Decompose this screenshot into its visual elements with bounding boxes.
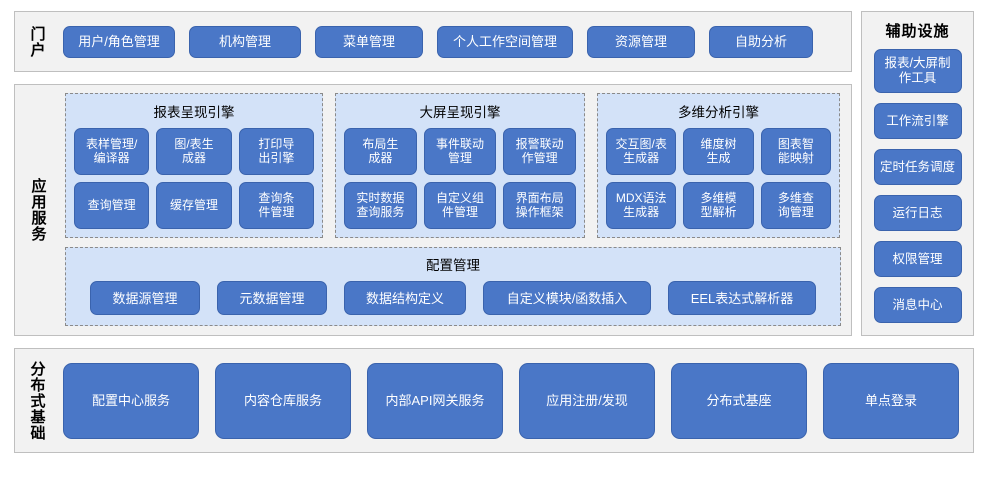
engine-tile-grid-0: 表样管理/ 编译器图/表生 成器打印导 出引擎查询管理缓存管理查询条 件管理 xyxy=(74,128,314,229)
portal-button-0[interactable]: 用户/角色管理 xyxy=(63,25,175,58)
application-services-section: 应用服务 报表呈现引擎表样管理/ 编译器图/表生 成器打印导 出引擎查询管理缓存… xyxy=(14,84,852,336)
engine-tile-1-5[interactable]: 界面布局 操作框架 xyxy=(503,181,576,229)
portal-button-5[interactable]: 自助分析 xyxy=(709,25,813,58)
distributed-foundation-buttons: 配置中心服务内容仓库服务内部API网关服务应用注册/发现分布式基座单点登录 xyxy=(59,362,973,439)
config-management-title: 配置管理 xyxy=(426,257,480,273)
engine-tile-2-0[interactable]: 交互图/表 生成器 xyxy=(606,128,677,175)
engine-tile-grid-1: 布局生 成器事件联动 管理报警联动 作管理实时数据 查询服务自定义组 件管理界面… xyxy=(344,128,576,229)
engine-tile-0-4[interactable]: 缓存管理 xyxy=(156,181,232,229)
engine-group-row: 报表呈现引擎表样管理/ 编译器图/表生 成器打印导 出引擎查询管理缓存管理查询条… xyxy=(65,93,841,238)
engine-tile-1-3[interactable]: 实时数据 查询服务 xyxy=(344,181,417,229)
engine-tile-1-4[interactable]: 自定义组 件管理 xyxy=(423,181,497,229)
engine-group-2: 多维分析引擎交互图/表 生成器维度树 生成图表智 能映射 MDX语法 生成器多维模… xyxy=(597,93,840,238)
engine-group-1: 大屏呈现引擎布局生 成器事件联动 管理报警联动 作管理实时数据 查询服务自定义组… xyxy=(335,93,585,238)
distributed-button-1[interactable]: 内容仓库服务 xyxy=(215,362,351,439)
engine-tile-0-0[interactable]: 表样管理/ 编译器 xyxy=(74,128,150,175)
distributed-button-3[interactable]: 应用注册/发现 xyxy=(519,362,655,439)
engine-tile-0-2[interactable]: 打印导 出引擎 xyxy=(238,128,314,175)
engine-tile-1-2[interactable]: 报警联动 作管理 xyxy=(503,128,576,175)
config-button-2[interactable]: 数据结构定义 xyxy=(344,281,466,316)
portal-button-2[interactable]: 菜单管理 xyxy=(315,25,423,58)
engine-tile-0-1[interactable]: 图/表生 成器 xyxy=(156,128,232,175)
portal-section: 门户 用户/角色管理机构管理菜单管理个人工作空间管理资源管理自助分析 xyxy=(14,11,852,72)
engine-tile-2-5[interactable]: 多维查 询管理 xyxy=(760,181,831,229)
engine-group-title-2: 多维分析引擎 xyxy=(678,105,759,120)
portal-button-3[interactable]: 个人工作空间管理 xyxy=(437,25,573,58)
engine-tile-0-3[interactable]: 查询管理 xyxy=(74,181,150,229)
auxiliary-item-4[interactable]: 权限管理 xyxy=(873,241,962,277)
config-management-buttons: 数据源管理元数据管理数据结构定义自定义模块/函数插入 EEL表达式解析器 xyxy=(76,281,830,316)
distributed-foundation-section: 分布式基础 配置中心服务内容仓库服务内部API网关服务应用注册/发现分布式基座单… xyxy=(14,348,974,453)
distributed-foundation-label: 分布式基础 xyxy=(28,360,46,441)
engine-tile-2-2[interactable]: 图表智 能映射 xyxy=(760,128,831,175)
engine-tile-grid-2: 交互图/表 生成器维度树 生成图表智 能映射 MDX语法 生成器多维模 型解析多维… xyxy=(606,128,831,229)
portal-button-group: 用户/角色管理机构管理菜单管理个人工作空间管理资源管理自助分析 xyxy=(59,25,813,58)
auxiliary-item-0[interactable]: 报表/大屏制 作工具 xyxy=(873,49,962,93)
distributed-button-4[interactable]: 分布式基座 xyxy=(671,362,807,439)
engine-tile-1-0[interactable]: 布局生 成器 xyxy=(344,128,417,175)
portal-section-label: 门户 xyxy=(28,25,46,58)
auxiliary-facilities-title: 辅助设施 xyxy=(885,23,950,40)
engine-tile-2-3[interactable]: MDX语法 生成器 xyxy=(606,181,677,229)
config-button-0[interactable]: 数据源管理 xyxy=(90,281,200,316)
auxiliary-item-2[interactable]: 定时任务调度 xyxy=(873,149,962,185)
config-button-3[interactable]: 自定义模块/函数插入 xyxy=(483,281,651,316)
engine-tile-2-4[interactable]: 多维模 型解析 xyxy=(683,181,754,229)
distributed-button-0[interactable]: 配置中心服务 xyxy=(63,362,199,439)
distributed-button-5[interactable]: 单点登录 xyxy=(823,362,959,439)
engine-tile-0-5[interactable]: 查询条 件管理 xyxy=(238,181,314,229)
application-services-label: 应用服务 xyxy=(29,178,47,242)
auxiliary-facilities-list: 报表/大屏制 作工具工作流引擎定时任务调度运行日志权限管理消息中心 xyxy=(862,49,973,323)
auxiliary-item-3[interactable]: 运行日志 xyxy=(873,195,962,231)
auxiliary-item-5[interactable]: 消息中心 xyxy=(873,287,962,323)
config-button-1[interactable]: 元数据管理 xyxy=(217,281,327,316)
engine-tile-1-1[interactable]: 事件联动 管理 xyxy=(423,128,497,175)
distributed-button-2[interactable]: 内部API网关服务 xyxy=(367,362,503,439)
portal-button-4[interactable]: 资源管理 xyxy=(587,25,695,58)
engine-group-0: 报表呈现引擎表样管理/ 编译器图/表生 成器打印导 出引擎查询管理缓存管理查询条… xyxy=(65,93,323,238)
portal-button-1[interactable]: 机构管理 xyxy=(189,25,301,58)
engine-tile-2-1[interactable]: 维度树 生成 xyxy=(683,128,754,175)
config-management-group: 配置管理 数据源管理元数据管理数据结构定义自定义模块/函数插入 EEL表达式解析器 xyxy=(65,246,841,326)
engine-group-title-0: 报表呈现引擎 xyxy=(153,105,235,120)
config-button-4[interactable]: EEL表达式解析器 xyxy=(668,281,816,316)
application-services-body: 报表呈现引擎表样管理/ 编译器图/表生 成器打印导 出引擎查询管理缓存管理查询条… xyxy=(61,85,851,335)
engine-group-title-1: 大屏呈现引擎 xyxy=(419,105,501,120)
auxiliary-item-1[interactable]: 工作流引擎 xyxy=(873,103,962,139)
auxiliary-facilities-section: 辅助设施 报表/大屏制 作工具工作流引擎定时任务调度运行日志权限管理消息中心 xyxy=(861,11,974,336)
